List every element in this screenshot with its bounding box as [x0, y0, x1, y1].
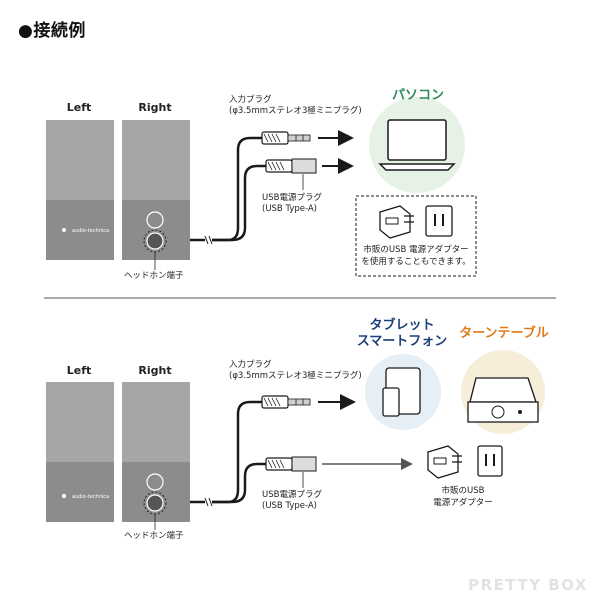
laptop-icon [369, 97, 465, 193]
adapter-note-line2: を使用することもできます。 [361, 257, 471, 267]
section-heading: ●接続例 [18, 21, 86, 41]
speaker-right-label: Right [138, 364, 172, 377]
usb-plug-label: USB電源プラグ (USB Type-A) [262, 193, 322, 214]
right-speaker-bottom [122, 382, 190, 522]
input-plug-label: 入力プラグ (φ3.5mmステレオ3極ミニプラグ) [229, 360, 362, 381]
adapter-note-box [355, 195, 477, 277]
speaker-right-label: Right [138, 101, 172, 114]
wall-outlet-icon [477, 445, 503, 477]
headphone-jack-label: ヘッドホン端子 [124, 531, 184, 541]
usb-plug-icon [265, 158, 317, 174]
usb-cable-bottom [212, 462, 266, 504]
audio-cable [212, 136, 262, 242]
headphone-jack-label: ヘッドホン端子 [124, 271, 184, 281]
wall-outlet-icon [425, 205, 453, 237]
usb-plug-icon [265, 456, 317, 472]
adapter-label-line2: 電源アダプター [433, 498, 493, 508]
usb-adapter-icon [427, 445, 462, 479]
audio-plug-icon [261, 131, 311, 145]
cable-break-icon [204, 235, 213, 245]
speaker-left-label: Left [66, 364, 92, 377]
brand-text: audio-technica [72, 228, 109, 234]
usb-adapter-icon [379, 205, 414, 239]
input-plug-label: 入力プラグ (φ3.5mmステレオ3極ミニプラグ) [229, 95, 362, 116]
audio-plug-icon [261, 395, 311, 409]
audio-cable-bottom [212, 400, 262, 504]
cable-break-icon [204, 497, 213, 507]
usb-cable [212, 164, 266, 242]
tablet-smartphone-icon [365, 354, 441, 430]
watermark: PRETTY BOX [468, 576, 588, 594]
brand-text: audio-technica [72, 494, 109, 500]
adapter-label-line1: 市販のUSB [441, 486, 485, 496]
speaker-left-label: Left [66, 101, 92, 114]
usb-plug-label: USB電源プラグ (USB Type-A) [262, 490, 322, 511]
turntable-label: ターンテーブル [459, 326, 549, 341]
adapter-note-line1: 市販のUSB 電源アダプター [363, 245, 469, 255]
pc-label: パソコン [391, 88, 444, 103]
tablet-label-line2: スマートフォン [356, 334, 448, 349]
left-speaker-bottom: audio-technica [46, 382, 114, 522]
tablet-label-line1: タブレット [369, 318, 435, 333]
left-speaker-top: audio-technica [46, 120, 114, 260]
turntable-icon [461, 350, 545, 434]
right-speaker-top [122, 120, 190, 260]
